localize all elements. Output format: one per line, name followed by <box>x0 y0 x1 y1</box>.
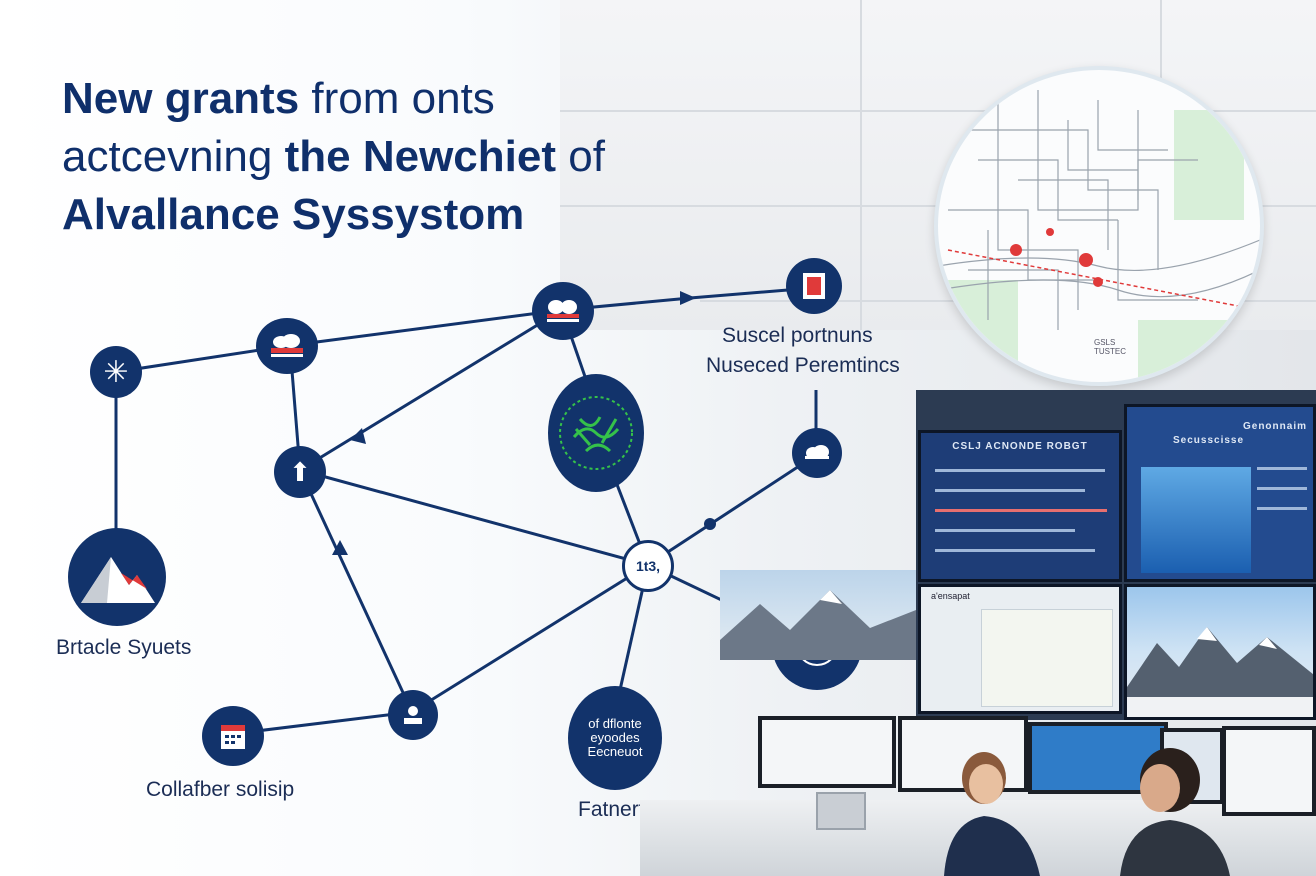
screen-left-title: CSLJ ACNONDE ROBGT <box>952 441 1088 452</box>
arrow-up-icon: ⬆ <box>274 446 326 498</box>
screen-map: a'ensapat <box>918 584 1122 714</box>
label-fatnert: Fatnert <box>578 798 645 821</box>
screen-right-top: Secusscisse Genonnaim <box>1124 404 1316 582</box>
label-nuseced: Nuseced Peremtincs <box>706 354 900 377</box>
plant-pattern-icon <box>548 374 644 492</box>
label-suscel: Suscel portnuns <box>722 324 873 347</box>
mountain-icon <box>68 528 166 626</box>
cloud-bar-icon <box>256 318 318 374</box>
screen-right-badge: Genonnaim <box>1242 421 1307 432</box>
screen-mountains <box>1124 584 1316 720</box>
map-lines <box>938 90 1260 380</box>
label-collafber: Collafber solisip <box>146 778 295 801</box>
person-icon <box>388 690 438 740</box>
snowflake-icon: ✳ <box>90 346 142 398</box>
headline-line2c: of <box>568 132 605 181</box>
center-node-label: 1t3, <box>635 558 661 574</box>
headline-line2b: the Newchiet <box>284 132 556 181</box>
text-node-line3: Eecneuot <box>587 744 643 759</box>
text-node-line2: eyoodes <box>590 730 640 745</box>
monitor <box>758 716 896 788</box>
screen-left-top: CSLJ ACNONDE ROBGT <box>918 430 1122 582</box>
screen-right-title: Secusscisse <box>1173 435 1245 446</box>
label-brtacle: Brtacle Syuets <box>56 636 192 659</box>
document-icon <box>786 258 842 314</box>
headline-line3: Alvallance Syssystom <box>62 190 525 239</box>
headline-line2a: actcevning <box>62 132 273 181</box>
route-map <box>934 66 1264 386</box>
headline: New grants from onts actcevning the Newc… <box>62 70 782 244</box>
map-footer: GSLS TUSTEC <box>1094 338 1126 356</box>
laptop <box>816 792 866 830</box>
ceiling-grid-line <box>860 0 862 330</box>
text-node-line1: of dflonte <box>588 716 642 731</box>
screen-map-title: a'ensapat <box>931 591 970 601</box>
cloud-icon <box>792 428 842 478</box>
cloud-bar-icon <box>532 282 594 340</box>
headline-line1b: from onts <box>311 74 495 123</box>
text-node: of dflonte eyoodes Eecneuot <box>568 686 662 790</box>
center-node: 1t3, <box>622 540 674 592</box>
operator-person <box>944 752 1064 876</box>
ceiling-grid-line <box>560 110 1316 112</box>
monitor <box>1222 726 1316 816</box>
headline-line1: New grants <box>62 74 300 123</box>
operator-person <box>1110 746 1240 876</box>
calendar-icon <box>202 706 264 766</box>
window-mountains <box>720 570 916 660</box>
